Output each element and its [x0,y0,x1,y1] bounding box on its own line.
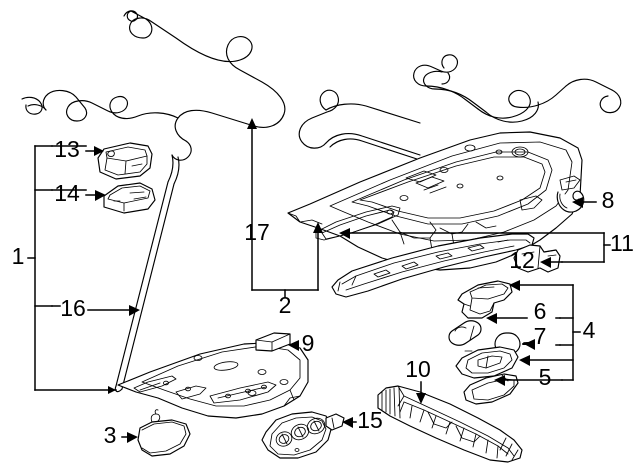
callout-label-11: 11 [610,230,634,256]
callout-label-12: 12 [509,247,535,273]
callout-label-15: 15 [357,407,383,433]
callout-bracket-11-12 [339,228,611,263]
headliner-rear-panel [117,341,309,419]
callout-bracket-17-2 [247,118,323,298]
sun-visor [137,409,191,457]
callout-label-9: 9 [302,330,315,356]
callout-label-3: 3 [104,422,117,448]
rear-trim-panel [377,385,523,463]
callout-label-13: 13 [54,136,80,162]
callout-leader-10 [416,381,426,404]
lamp-housing-lens [455,346,519,379]
callout-label-10: 10 [405,356,431,382]
callout-leader-8 [572,197,597,208]
overhead-lamp-module-upper [97,142,153,180]
callout-label-7: 7 [534,323,547,349]
callout-leader-5 [494,375,563,386]
callout-label-6: 6 [534,298,547,324]
callout-leader-3 [121,432,138,443]
callout-leader-13 [51,145,104,156]
lamp-bulb-festoon [448,320,482,346]
callout-label-14: 14 [54,180,80,206]
retainer-clip [556,190,585,213]
callout-leader-6 [486,313,561,324]
callout-label-17: 17 [244,219,270,245]
callout-leader-15 [342,417,357,428]
lamp-lens-cover [463,373,519,405]
callout-leader-12 [540,257,563,268]
callout-label-5: 5 [539,364,552,390]
overhead-lamp-module-lower [103,182,156,214]
callout-bracket-1 [27,145,117,394]
overhead-console-switch-panel [261,411,345,459]
callout-leader-9 [288,340,299,351]
callout-label-8: 8 [602,187,615,213]
callout-label-1: 1 [12,243,25,269]
callout-leader-16 [51,305,140,316]
grab-handle [331,233,535,298]
callout-bracket-4 [509,280,581,381]
trim-pad-block [255,332,291,352]
callout-leader-7 [522,339,561,350]
callout-label-2: 2 [279,292,292,318]
callout-label-16: 16 [60,295,86,321]
dome-lamp-assembly [457,280,513,319]
callout-leader-14 [51,189,106,201]
roof-wiring-harness [21,10,622,393]
callout-labels: 1 2 3 4 5 6 7 8 9 10 11 12 13 14 15 16 1… [12,136,634,448]
callout-label-4: 4 [583,317,596,343]
